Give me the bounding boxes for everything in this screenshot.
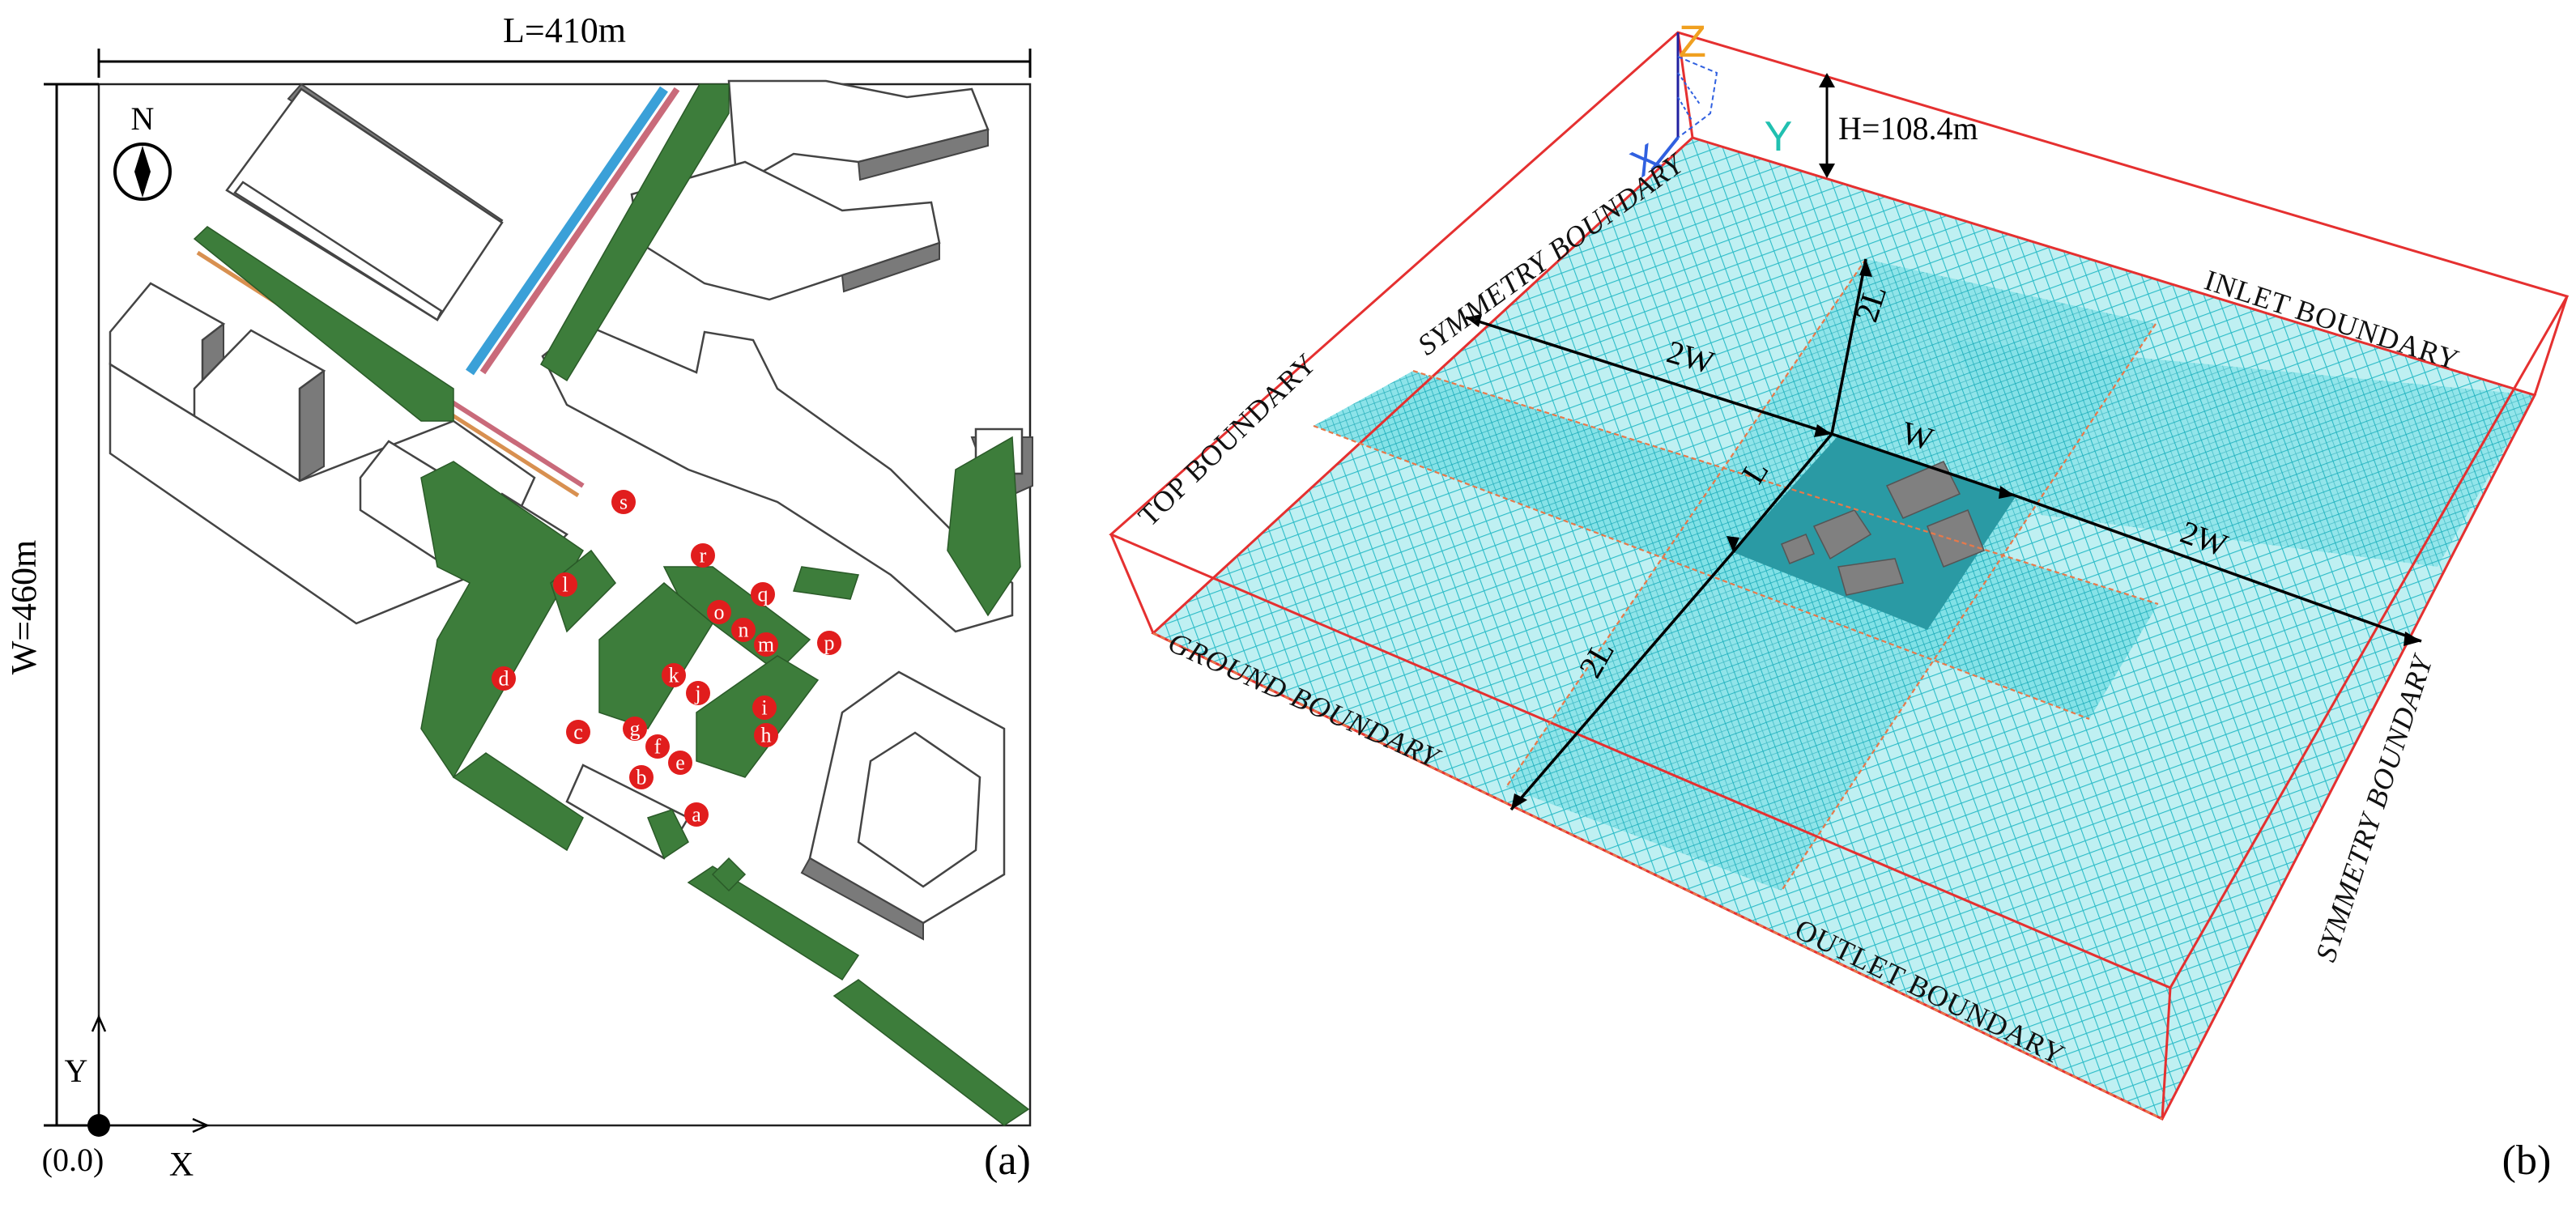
point-p: p <box>817 631 841 655</box>
panel-b-tag: (b) <box>2502 1138 2552 1184</box>
point-a: a <box>684 802 709 827</box>
svg-text:m: m <box>758 633 774 657</box>
axis-z-label: Z <box>1679 15 1706 66</box>
svg-text:h: h <box>761 724 772 747</box>
point-c: c <box>566 720 590 744</box>
point-s: s <box>611 490 636 514</box>
svg-text:n: n <box>739 619 749 642</box>
point-o: o <box>707 600 731 624</box>
svg-text:j: j <box>694 682 700 705</box>
point-r: r <box>691 543 715 568</box>
axis-y-label: Y <box>65 1053 88 1089</box>
svg-text:o: o <box>714 601 725 624</box>
north-label: N <box>131 100 155 137</box>
origin-label: (0.0) <box>42 1142 104 1178</box>
svg-text:c: c <box>573 721 583 744</box>
svg-text:k: k <box>669 664 679 687</box>
length-label: L=410m <box>503 11 626 50</box>
svg-text:d: d <box>499 667 509 691</box>
central-buildings <box>1781 461 1985 596</box>
svg-text:s: s <box>620 491 628 514</box>
measurement-points: a b c d e f g h i j k l m n o p q r s <box>492 490 841 827</box>
point-m: m <box>754 632 778 657</box>
panel-b-domain: H=108.4m Z Y X <box>1109 15 2570 1184</box>
point-f: f <box>645 734 670 759</box>
svg-text:r: r <box>700 544 707 568</box>
svg-text:f: f <box>654 735 662 759</box>
svg-text:e: e <box>675 751 685 775</box>
point-j: j <box>686 681 710 705</box>
height-dimension: H=108.4m <box>1819 73 1978 178</box>
point-l: l <box>553 572 577 597</box>
svg-text:i: i <box>761 696 767 720</box>
svg-text:b: b <box>637 766 647 789</box>
point-e: e <box>668 751 692 775</box>
dimension-width: W=460m <box>4 83 99 1127</box>
svg-text:p: p <box>824 632 835 655</box>
svg-text:a: a <box>692 803 701 827</box>
point-q: q <box>751 582 775 606</box>
axis-y-label-b: Y <box>1765 113 1793 160</box>
width-label: W=460m <box>4 540 44 675</box>
svg-text:l: l <box>562 573 568 597</box>
north-arrow-icon: N <box>113 100 172 201</box>
dimension-arrowheads <box>1466 259 2421 810</box>
origin-axes: Y X (0.0) <box>42 1014 211 1184</box>
vegetation <box>193 83 1030 1126</box>
dimension-arrows <box>1465 258 2422 811</box>
svg-text:g: g <box>630 717 641 741</box>
point-n: n <box>731 618 756 642</box>
point-k: k <box>662 663 686 687</box>
point-i: i <box>752 695 777 720</box>
point-b: b <box>629 765 654 789</box>
point-g: g <box>623 717 647 741</box>
axis-x-label: X <box>169 1146 194 1184</box>
dimension-length: L=410m <box>97 11 1032 78</box>
point-h: h <box>754 723 778 747</box>
panel-a-site-plan: L=410m W=460m N <box>4 11 1033 1184</box>
panel-a-tag: (a) <box>984 1138 1031 1184</box>
height-label: H=108.4m <box>1838 110 1978 147</box>
point-d: d <box>492 666 516 691</box>
buildings <box>109 79 1033 941</box>
svg-text:q: q <box>758 583 769 606</box>
